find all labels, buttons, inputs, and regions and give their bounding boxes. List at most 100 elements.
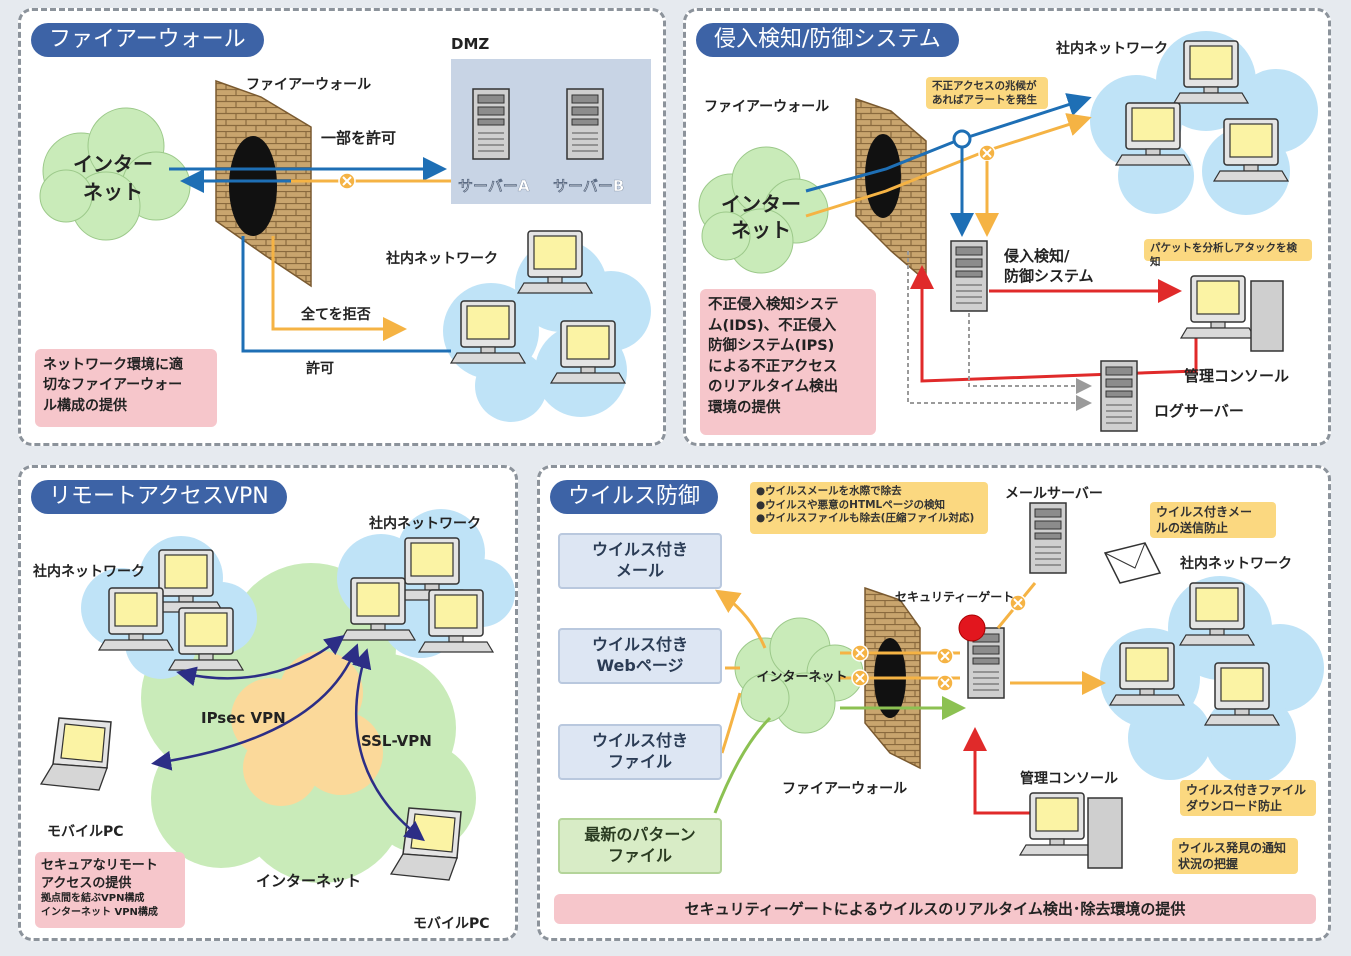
description-line: セキュアなリモート (41, 858, 158, 873)
note-line: ●ウイルスや悪意のHTMLページの検知 (756, 498, 946, 511)
panel-title: ファイアーウォール (31, 23, 264, 57)
ssl-label: SSL-VPN (361, 732, 432, 750)
lan-left-label: 社内ネットワーク (32, 563, 145, 580)
pc-icon (340, 577, 416, 641)
description-box: 不正侵入検知システ ム(IDS)、不正侵入 防御システム(IPS) による不正ア… (700, 289, 876, 435)
box-line: ウイルス付き (591, 635, 688, 655)
internet-label: インターネット (756, 670, 847, 685)
log-arrow (968, 313, 1092, 394)
pc-icon (1179, 582, 1255, 646)
panel-title: 侵入検知/防御システム (696, 23, 959, 57)
ids-server-icon (950, 240, 988, 312)
console-label: 管理コンソール (1184, 367, 1289, 385)
note-line: ●ウイルスファイルも除去(圧縮ファイル対応) (756, 512, 975, 525)
server-a-label: サーバーA (458, 177, 530, 195)
security-gate-label: セキュリティーゲート (895, 589, 1014, 604)
note-line: ウイルス付きメー (1156, 505, 1253, 519)
pc-icon (550, 320, 626, 384)
server-a-icon (472, 88, 510, 160)
box-line: 最新のパターン (584, 825, 696, 845)
box-line: ウイルス付き (591, 540, 688, 560)
vpn-diagram: 社内ネットワーク 社内ネットワーク IPsec VPN SSL-VPN モバイル… (32, 509, 515, 932)
mobile-label: モバイルPC (413, 916, 490, 932)
box-line: ファイル (607, 846, 672, 865)
lan-center-label: 社内ネットワーク (368, 515, 481, 532)
ssl-arrow (151, 643, 360, 771)
tap-point-icon (952, 129, 972, 149)
description-line: ル構成の提供 (43, 397, 127, 414)
description-line: ネットワーク環境に適 (43, 357, 183, 373)
panel-title: ウイルス防御 (550, 480, 719, 514)
virus-alert-icon (958, 614, 986, 642)
download-note: ウイルス付きファイル ダウンロード防止 (1180, 780, 1316, 816)
block-icon (978, 144, 996, 162)
pattern-file-box: 最新のパターンファイル (558, 818, 722, 874)
box-line: ファイル (607, 752, 672, 771)
control-arrow (910, 265, 1198, 383)
note-line: 不正アクセスの兆候が (932, 80, 1037, 92)
internet-label-2: ネット (83, 180, 143, 204)
deny-all-arrow (271, 236, 407, 341)
box-line: メール (615, 561, 664, 580)
firewall-label: ファイアーウォール (246, 77, 371, 93)
pc-icon (1204, 662, 1280, 726)
log-server-label: ログサーバー (1154, 402, 1244, 420)
block-icon (936, 674, 954, 692)
ssl-arrow (352, 648, 425, 842)
lan-label: 社内ネットワーク (1179, 555, 1292, 572)
log-server-icon (1100, 360, 1138, 432)
pc-icon (1173, 40, 1249, 104)
virus-file-box: ウイルス付きファイル (558, 724, 722, 780)
note-line: ●ウイルスメールを水際で除去 (756, 485, 902, 497)
notify-note: ウイルス発見の通知 状況の把握 (1172, 838, 1298, 874)
box-line: ウイルス付き (591, 731, 688, 751)
virus-file-line (720, 692, 742, 754)
console-label: 管理コンソール (1020, 770, 1118, 787)
mobile-label: モバイルPC (47, 824, 124, 840)
server-b-icon (566, 88, 604, 160)
internet-cloud (734, 617, 864, 734)
internet-label: インターネット (256, 872, 361, 890)
virus-diagram: メールサーバー 社内ネットワーク セキュリティーゲート インターネット ファイア… (713, 486, 1324, 869)
pc-icon (98, 587, 174, 651)
block-icon (338, 172, 356, 190)
panel-firewall: DMZ ファイアーウォール インター ネット 一部を許可 サーバーA サーバーB… (18, 8, 666, 446)
virus-mail-box: ウイルス付きメール (558, 533, 722, 589)
description-line: ム(IDS)、不正侵入 (708, 317, 837, 334)
panel-virus: メールサーバー 社内ネットワーク セキュリティーゲート インターネット ファイア… (537, 465, 1331, 941)
console-tower-icon (1250, 280, 1284, 352)
ids-label-2: 防御システム (1004, 267, 1094, 285)
packet-note: パケットを分析しアタックを検知 (1144, 239, 1312, 268)
internet-label-1: インター (721, 192, 801, 216)
alert-note: 不正アクセスの兆候が あればアラートを発生 (926, 77, 1048, 109)
laptop-icon (40, 717, 112, 791)
deny-all-label: 全てを拒否 (300, 306, 371, 323)
traffic-arrow (805, 93, 1092, 193)
note-line: 状況の把握 (1178, 856, 1239, 871)
console-tower-icon (1087, 797, 1123, 869)
note-line: ルの送信防止 (1156, 520, 1229, 535)
envelope-icon (1103, 542, 1162, 584)
attack-arrow (805, 113, 1092, 218)
mail-server-icon (1029, 502, 1067, 574)
ids-label-1: 侵入検知/ (1003, 247, 1070, 265)
note-line: ダウンロード防止 (1186, 798, 1283, 813)
allow-label: 許可 (306, 360, 334, 377)
features-note: ●ウイルスメールを水際で除去 ●ウイルスや悪意のHTMLページの検知 ●ウイルス… (750, 482, 988, 534)
note-line: パケットを分析しアタックを検知 (1150, 242, 1297, 268)
mail-server-label: メールサーバー (1005, 486, 1103, 502)
panel-ids: 社内ネットワーク ファイアーウォール インター ネット 侵入検知/ 防御システム… (683, 8, 1331, 446)
box-line: Webページ (596, 656, 684, 675)
description-line: 切なファイアーウォー (43, 377, 183, 394)
pattern-line (713, 716, 772, 814)
virus-mail-arrow (715, 589, 767, 649)
panel-vpn: 社内ネットワーク 社内ネットワーク IPsec VPN SSL-VPN モバイル… (18, 465, 518, 941)
firewall-hole (865, 134, 901, 218)
server-b-label: サーバーB (553, 177, 624, 195)
lan-label: 社内ネットワーク (385, 250, 498, 267)
firewall-diagram: DMZ ファイアーウォール インター ネット 一部を許可 サーバーA サーバーB… (39, 35, 651, 422)
description-line: のリアルタイム検出 (708, 379, 839, 396)
description-line: 環境の提供 (708, 399, 781, 416)
firewall-hole (229, 136, 277, 236)
